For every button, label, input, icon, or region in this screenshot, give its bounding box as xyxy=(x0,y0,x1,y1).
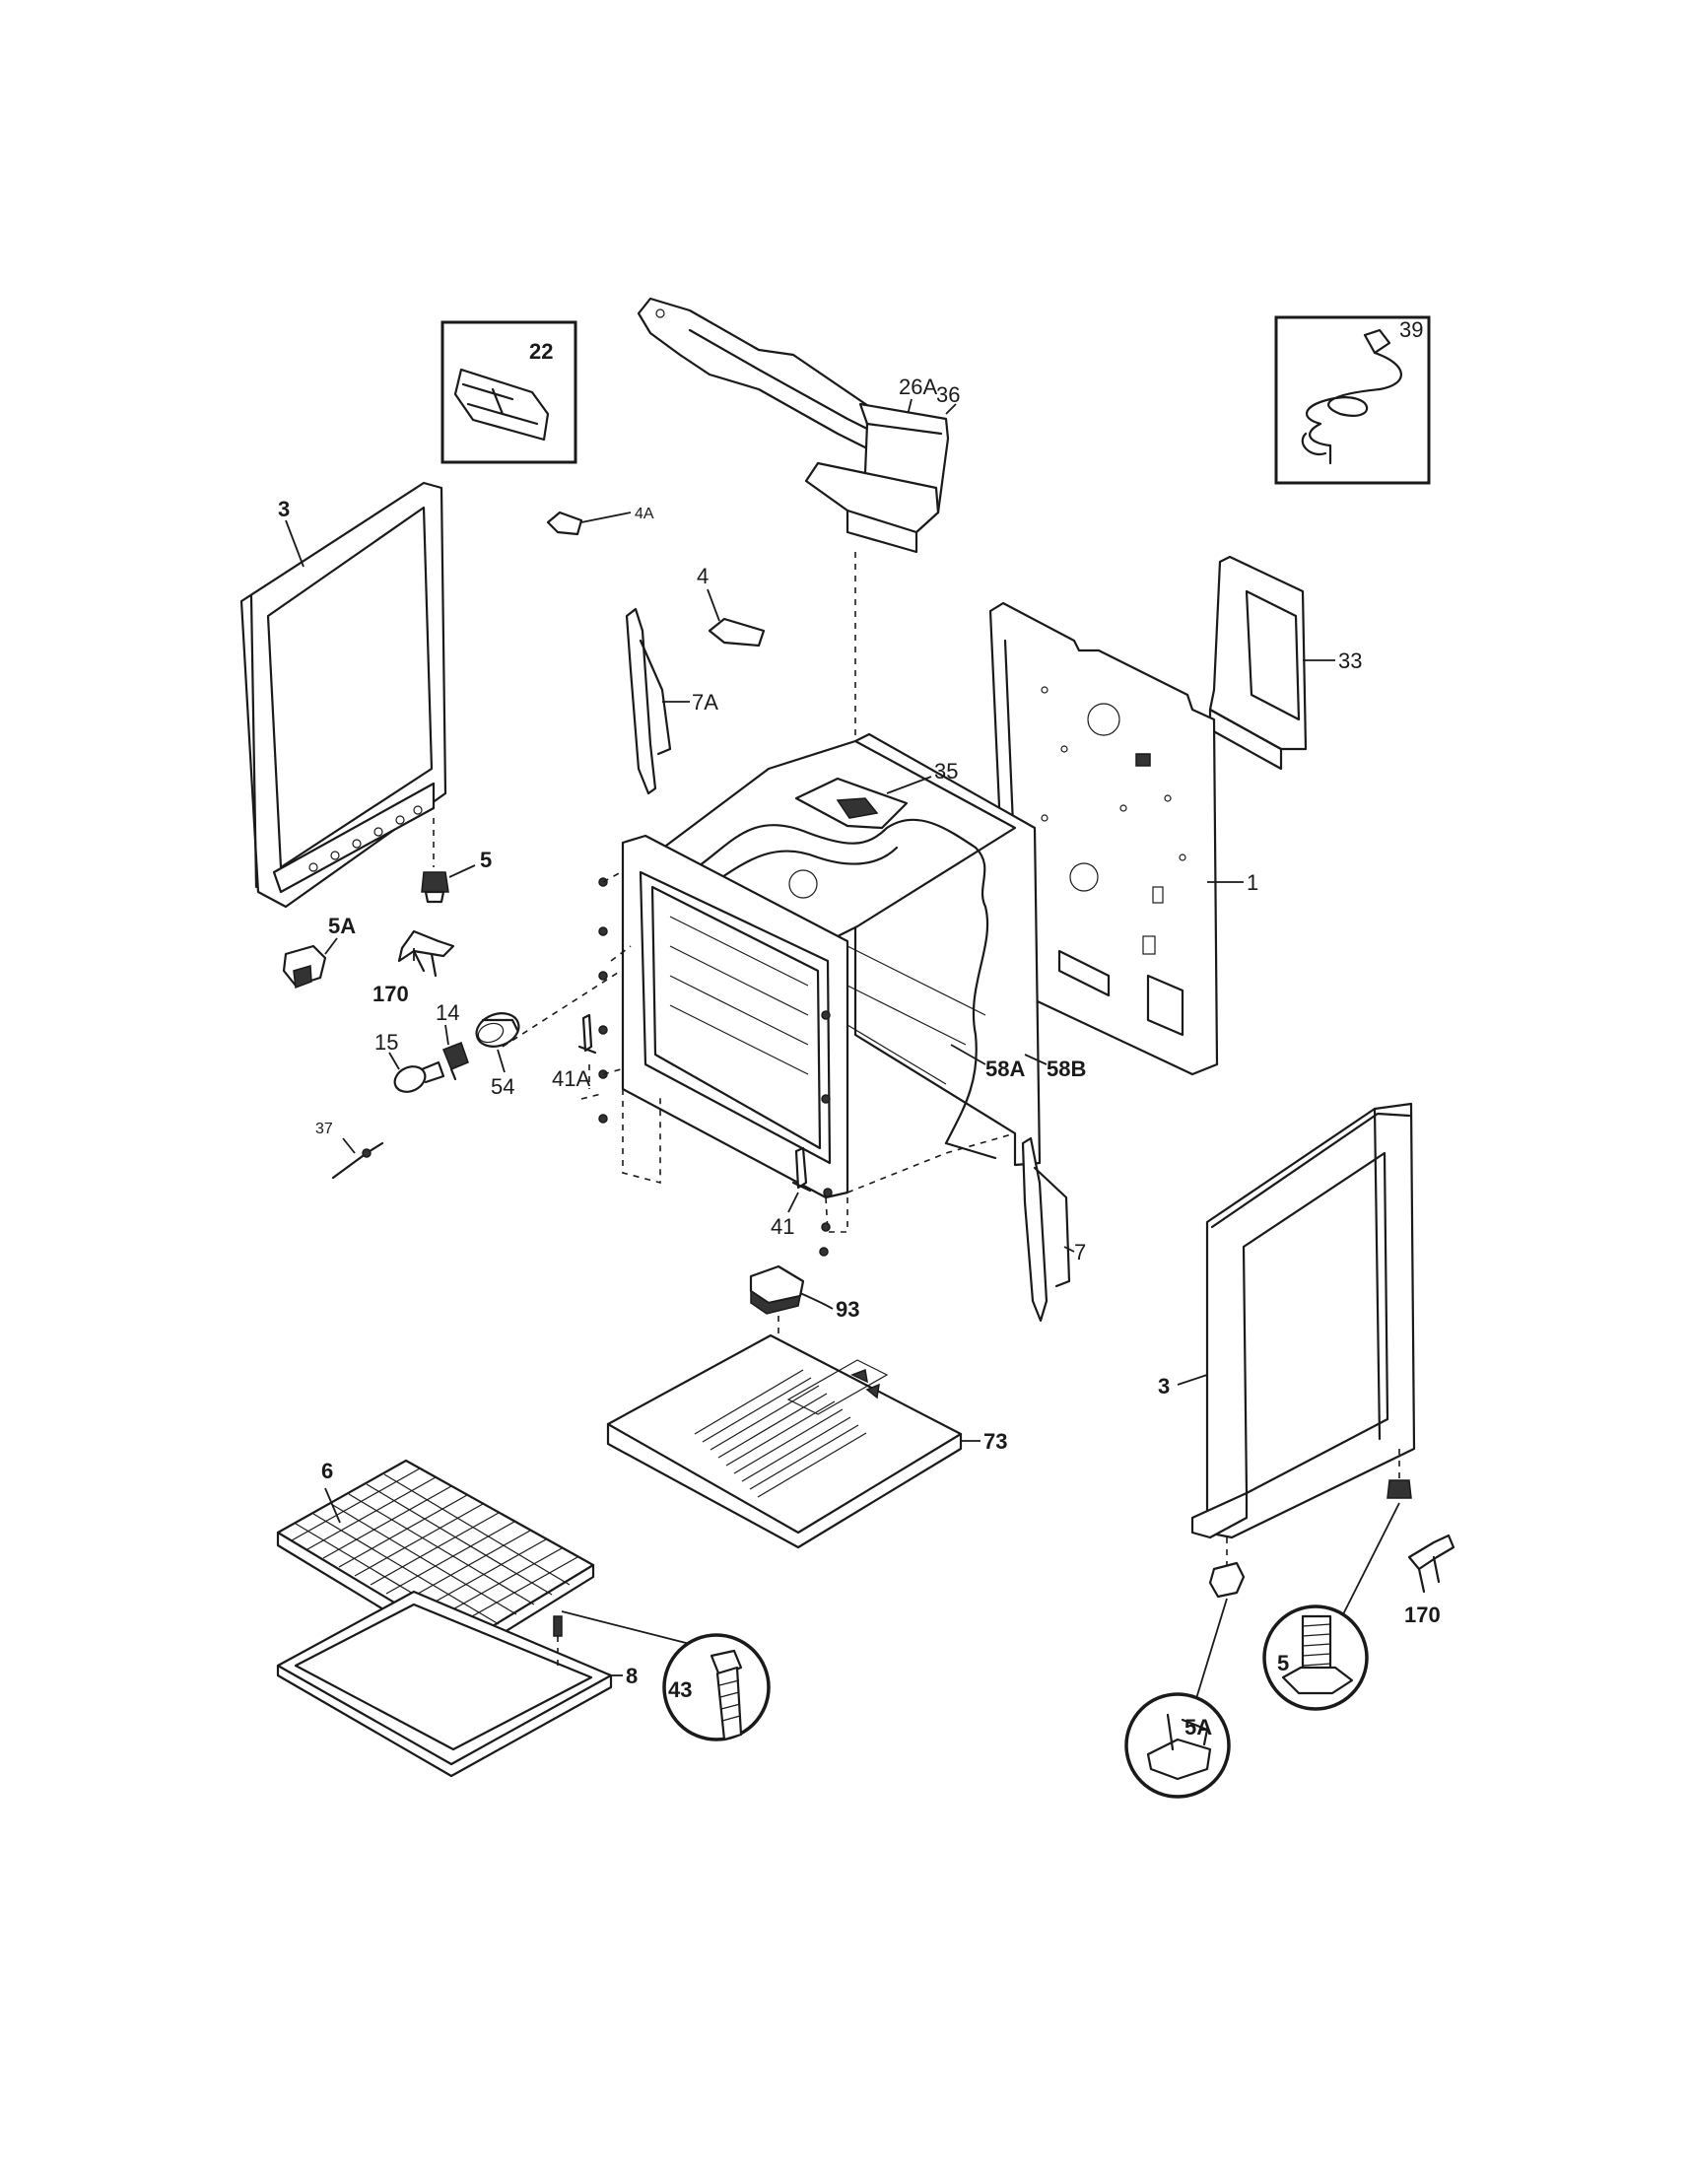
label-35: 35 xyxy=(934,759,958,784)
label-7: 7 xyxy=(1074,1240,1086,1264)
label-4: 4 xyxy=(697,564,709,588)
part-22-inset: 22 xyxy=(440,320,577,464)
part-41A-hinge-receiver: 41A xyxy=(552,1013,597,1091)
part-39-inset: 39 xyxy=(1274,315,1431,485)
label-170-left: 170 xyxy=(372,982,409,1006)
part-73-bottom-panel: 73 xyxy=(606,1316,1007,1549)
label-39: 39 xyxy=(1399,317,1423,342)
part-36-duct: 36 xyxy=(804,382,960,554)
part-37-wire: 37 xyxy=(315,1121,384,1180)
label-5-left: 5 xyxy=(480,848,492,872)
part-5-right-leveling-leg: 5 xyxy=(1262,1449,1412,1711)
label-5A-left: 5A xyxy=(328,914,356,938)
label-6: 6 xyxy=(321,1459,333,1483)
part-8-drawer-panel: 8 xyxy=(276,1590,638,1778)
label-8: 8 xyxy=(626,1664,638,1688)
label-7A: 7A xyxy=(692,690,718,715)
label-41: 41 xyxy=(771,1214,794,1239)
part-4-clip: 4 xyxy=(697,564,766,648)
label-36: 36 xyxy=(936,382,960,407)
label-22: 22 xyxy=(529,339,553,364)
label-14: 14 xyxy=(436,1000,459,1025)
label-37: 37 xyxy=(315,1121,333,1137)
part-1-back-panel: 1 xyxy=(988,601,1258,1076)
part-26A-bracket: 26A xyxy=(637,297,937,463)
part-4A-clip: 4A xyxy=(546,506,654,536)
label-73: 73 xyxy=(983,1429,1007,1454)
part-5A-left-bracket: 5A xyxy=(282,914,356,990)
label-54: 54 xyxy=(491,1074,514,1099)
part-3-left-side-panel: 3 xyxy=(239,481,447,909)
part-7-hinge: 7 xyxy=(1021,1136,1086,1323)
label-58A: 58A xyxy=(985,1057,1025,1081)
oven-light-assembly: 54 14 15 xyxy=(374,970,622,1099)
label-93: 93 xyxy=(836,1297,859,1322)
label-15: 15 xyxy=(374,1030,398,1055)
part-33-cover: 33 xyxy=(1208,555,1362,771)
label-33: 33 xyxy=(1338,648,1362,673)
label-3-right: 3 xyxy=(1158,1374,1170,1399)
part-170-left-anti-tip-bracket: 170 xyxy=(372,929,455,1006)
oven-cavity-assembly: 35 58A 58B xyxy=(598,552,1086,1257)
guide-line xyxy=(580,1093,602,1100)
label-5-right: 5 xyxy=(1277,1651,1289,1675)
part-7A-hinge: 7A xyxy=(625,607,718,795)
part-3-right-side-panel: 3 xyxy=(1158,1102,1416,1539)
label-41A: 41A xyxy=(552,1066,590,1091)
label-1: 1 xyxy=(1247,870,1258,895)
label-3-left: 3 xyxy=(278,497,290,521)
label-43: 43 xyxy=(668,1677,692,1702)
part-170-right-anti-tip-bracket: 170 xyxy=(1404,1534,1455,1627)
part-5-left-leveling-leg: 5 xyxy=(421,818,492,904)
label-4A: 4A xyxy=(635,506,654,522)
label-58B: 58B xyxy=(1047,1057,1086,1081)
guide-line xyxy=(610,945,632,962)
part-41-hinge-receiver: 41 xyxy=(771,1146,812,1239)
part-5A-right-bracket: 5A xyxy=(1124,1537,1246,1799)
label-170-right: 170 xyxy=(1404,1603,1441,1627)
label-5A-right: 5A xyxy=(1184,1715,1212,1740)
part-93-sensor-cover: 93 xyxy=(749,1264,859,1322)
label-26A: 26A xyxy=(899,375,937,399)
part-43-screw-callout: 43 xyxy=(561,1610,771,1741)
